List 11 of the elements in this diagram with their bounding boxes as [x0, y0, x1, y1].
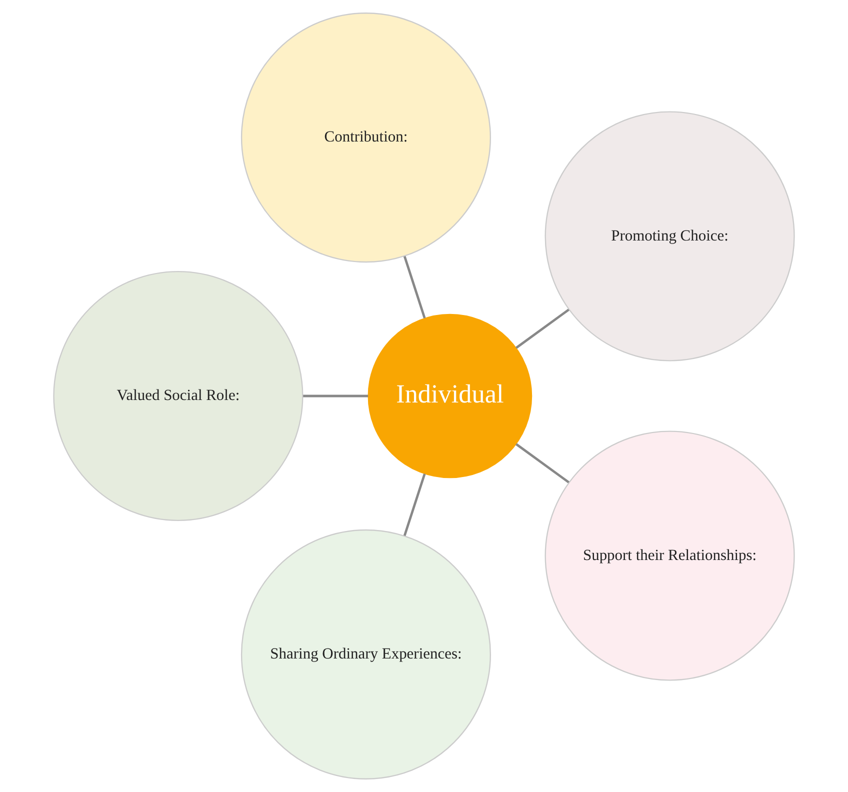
node-circle: Individual [368, 314, 532, 478]
node-circle: Sharing Ordinary Experiences: [240, 529, 492, 780]
node-circle: Support their Relationships: [544, 430, 795, 681]
node-circle: Valued Social Role: [53, 270, 304, 522]
connector [303, 394, 368, 398]
connector [403, 256, 426, 318]
node-circle: Contribution: [240, 12, 492, 263]
node-circle: Promoting Choice: [544, 111, 795, 362]
connector [516, 443, 570, 484]
connector [516, 308, 570, 349]
connector [403, 474, 426, 536]
